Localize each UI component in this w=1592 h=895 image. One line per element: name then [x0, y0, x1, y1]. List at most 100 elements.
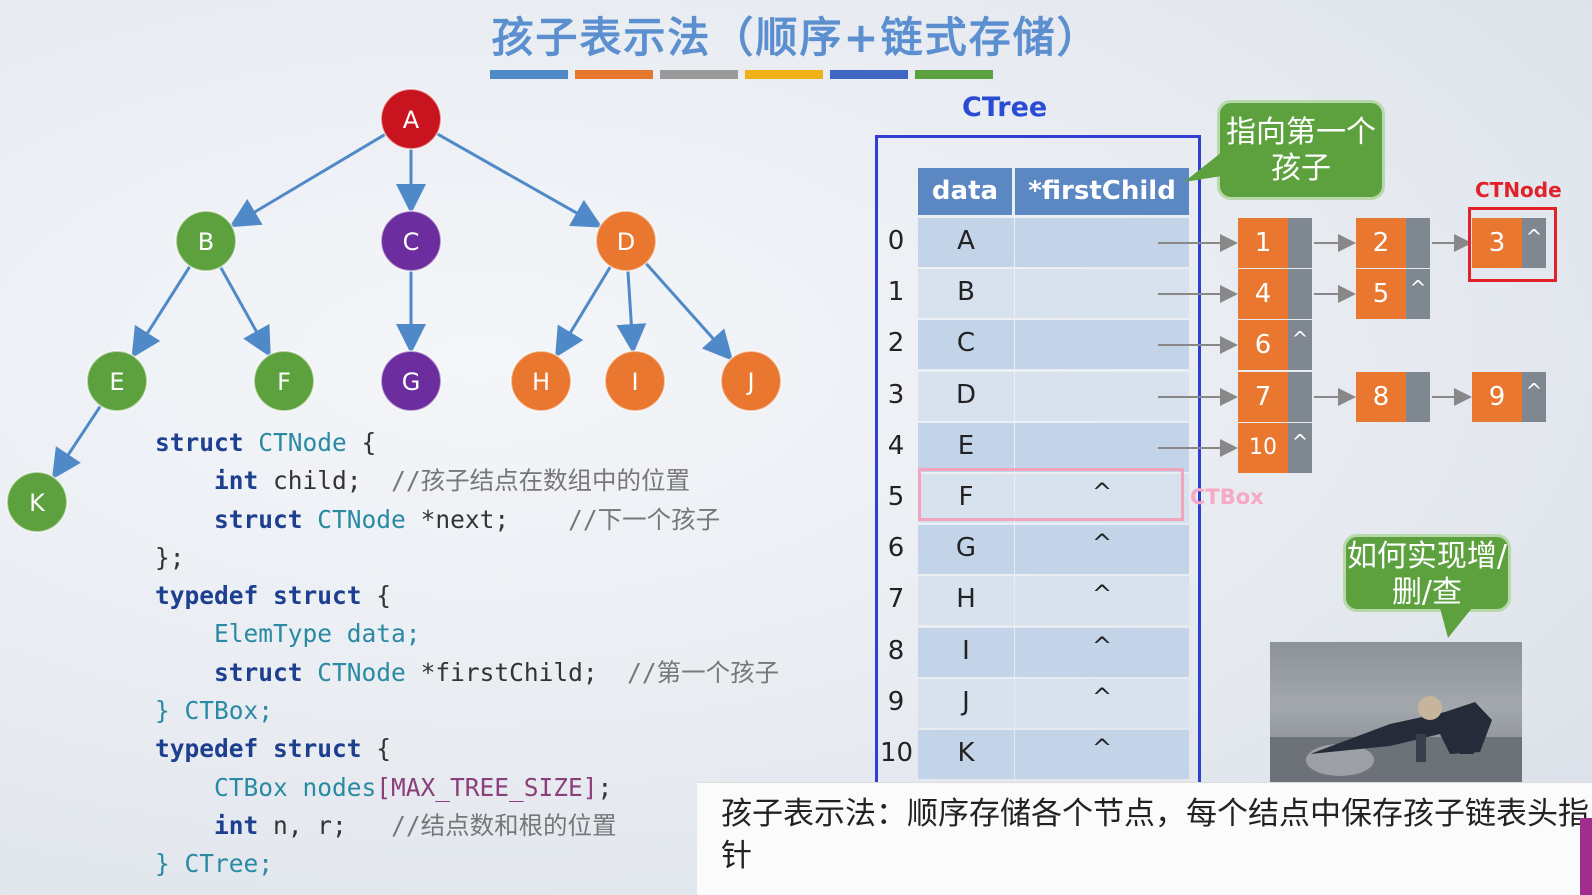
table-row-data-bg — [918, 679, 1014, 728]
tree-edge-A-D — [436, 132, 603, 228]
tree-edge-A-B — [229, 133, 386, 228]
table-row-index: 3 — [887, 380, 905, 410]
code-comment: //孩子结点在数组中的位置 — [391, 466, 691, 496]
table-row-data-bg — [918, 269, 1014, 318]
code-text: { — [346, 428, 377, 457]
code-keyword: struct — [214, 504, 303, 534]
ctnode-child-value: 6 — [1238, 320, 1288, 370]
title-color-bar — [490, 70, 568, 79]
ctnode-next-pointer — [1406, 218, 1430, 268]
code-comment: //下一个孩子 — [568, 504, 721, 534]
table-row-index: 0 — [887, 226, 905, 256]
table-cell-data: G — [955, 533, 977, 563]
tree-edge-D-J — [644, 262, 734, 361]
ctnode-next-pointer: ^ — [1288, 423, 1312, 473]
tree-node-H — [510, 350, 572, 412]
tree-node-I — [604, 350, 666, 412]
ctnode-next-pointer — [1288, 218, 1312, 268]
ctnode-next-pointer: ^ — [1522, 372, 1546, 422]
ctnode-child-value: 10 — [1238, 423, 1288, 473]
tree-node-B — [175, 210, 237, 272]
table-row-data-bg — [918, 218, 1014, 267]
code-type: CTNode — [317, 657, 406, 687]
bubble-question: 如何实现增/删/查 — [1343, 534, 1511, 612]
tree-node-G — [380, 350, 442, 412]
code-keyword: struct — [155, 428, 244, 457]
code-type: CTBox nodes — [214, 772, 377, 802]
tree-node-label: A — [403, 106, 420, 134]
code-text: *firstChild; — [405, 657, 598, 687]
table-cell-data: I — [962, 636, 970, 666]
tree-node-K — [6, 471, 68, 533]
tree-node-A — [380, 88, 442, 150]
title-color-bar — [830, 70, 908, 79]
table-row-index: 4 — [887, 431, 905, 461]
tree-node-C — [380, 210, 442, 272]
code-text: n, r; — [258, 810, 347, 840]
ctnode-next-pointer — [1288, 269, 1312, 319]
table-row-index: 5 — [887, 482, 905, 512]
bubble-tail-icon — [1184, 152, 1222, 182]
table-row-pointer-bg — [1015, 576, 1189, 625]
tree-node-E — [86, 350, 148, 412]
table-row-data-bg — [918, 372, 1014, 421]
code-keyword: struct — [214, 657, 303, 687]
table-cell-first-child: ^ — [1091, 529, 1113, 557]
ctnode-next-pointer — [1288, 372, 1312, 422]
code-keyword: typedef struct — [155, 581, 362, 611]
ctree-label: CTree — [962, 92, 1048, 123]
table-header-data: data — [918, 168, 1012, 215]
code-macro: [MAX_TREE_SIZE] — [376, 772, 598, 802]
ctnode-box: 5^ — [1356, 269, 1430, 319]
table-cell-data: H — [956, 584, 976, 614]
ctnode-box: 9^ — [1472, 372, 1546, 422]
tree-node-J — [720, 350, 782, 412]
code-block: struct CTNode { int child; //孩子结点在数组中的位置… — [155, 424, 779, 884]
ctnode-box: 6^ — [1238, 320, 1312, 370]
tree-node-label: I — [631, 368, 638, 396]
ctnode-next-pointer: ^ — [1522, 218, 1546, 268]
table-cell-first-child: ^ — [1091, 683, 1113, 711]
table-cell-first-child: ^ — [1091, 478, 1113, 506]
tree-node-label: F — [277, 368, 291, 396]
ctnode-box: 1 — [1238, 218, 1312, 268]
ctnode-box: 10^ — [1238, 423, 1312, 473]
ctnode-next-pointer: ^ — [1406, 269, 1430, 319]
ctnode-child-value: 4 — [1238, 269, 1288, 319]
ctnode-child-value: 7 — [1238, 372, 1288, 422]
ctnode-highlight — [1468, 207, 1557, 282]
table-row-pointer-bg — [1015, 628, 1189, 677]
tree-edge-B-E — [131, 265, 192, 359]
bubble-first-child-text: 指向第一个孩子 — [1226, 115, 1376, 186]
tree-node-label: D — [617, 228, 635, 256]
ctnode-box: 4 — [1238, 269, 1312, 319]
table-row-index: 1 — [887, 277, 905, 307]
table-header-first-child: *firstChild — [1015, 168, 1189, 215]
ctnode-box: 7 — [1238, 372, 1312, 422]
slide-edge-decoration — [1580, 818, 1592, 895]
code-text: { — [361, 734, 392, 764]
table-cell-first-child: ^ — [1091, 734, 1113, 762]
code-text: { — [361, 581, 392, 611]
code-type: CTNode — [317, 504, 406, 534]
table-cell-data: B — [957, 277, 975, 307]
code-comment: //结点数和根的位置 — [391, 810, 617, 840]
code-type: CTNode — [258, 428, 347, 457]
table-row-index: 10 — [880, 738, 914, 768]
ctnode-child-value: 1 — [1238, 218, 1288, 268]
code-text: child; — [258, 466, 362, 496]
slide-title: 孩子表示法（顺序+链式存储） — [491, 13, 1101, 62]
tree-node-label: K — [29, 489, 46, 517]
table-row-index: 8 — [887, 636, 905, 666]
code-text: }; — [155, 542, 185, 572]
code-keyword: typedef struct — [155, 734, 362, 764]
table-row-index: 6 — [887, 533, 905, 563]
table-row-data-bg — [918, 423, 1014, 472]
table-row-pointer-bg — [1015, 525, 1189, 574]
table-cell-first-child: ^ — [1091, 632, 1113, 660]
table-cell-data: C — [956, 328, 976, 358]
tree-node-label: E — [109, 368, 124, 396]
caption-text: 孩子表示法：顺序存储各个节点，每个结点中保存孩子链表头指针 — [697, 782, 1592, 895]
code-type: ElemType data; — [214, 619, 421, 649]
